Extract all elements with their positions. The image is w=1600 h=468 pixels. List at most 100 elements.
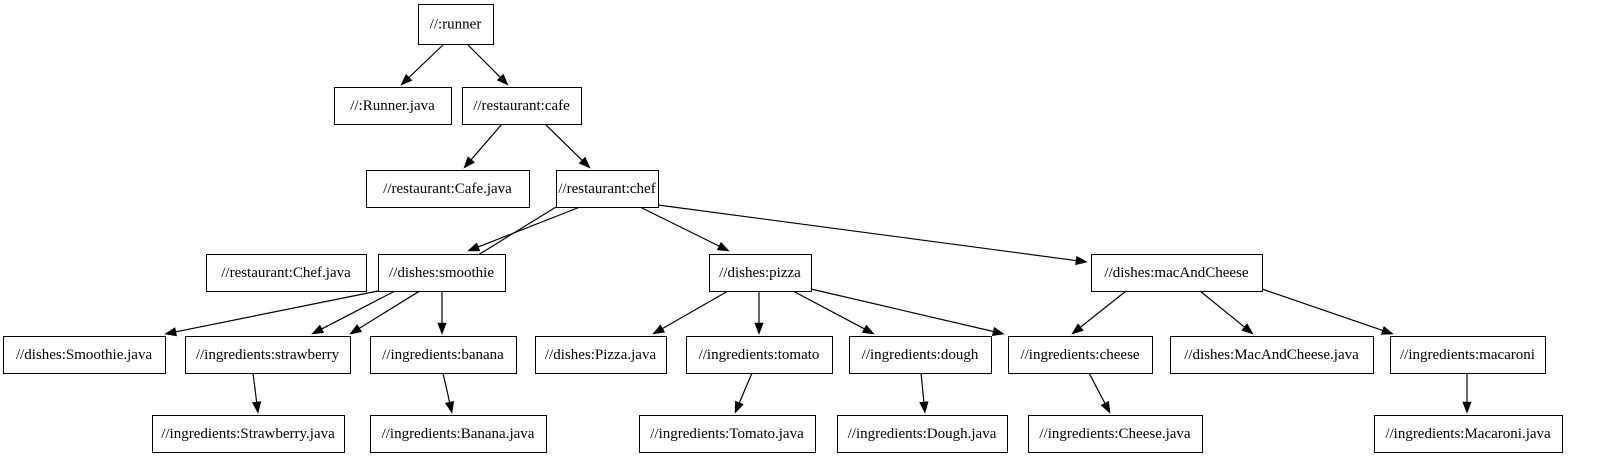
- graph-edge: [437, 291, 447, 335]
- node-rect[interactable]: [837, 415, 1008, 453]
- edge-arrowhead-icon: [578, 156, 591, 169]
- graph-edge: [810, 288, 1005, 336]
- edge-line: [810, 288, 994, 333]
- graph-edge: [1462, 373, 1472, 414]
- graph-node-tomatojava[interactable]: //ingredients:Tomato.java: [639, 415, 816, 453]
- edge-line: [470, 123, 503, 161]
- node-rect[interactable]: [370, 415, 547, 453]
- graph-node-runnerjava[interactable]: //:Runner.java: [334, 87, 452, 125]
- graph-node-runner[interactable]: //:runner: [418, 4, 494, 45]
- graph-edge: [1261, 288, 1394, 335]
- graph-edge: [463, 123, 503, 169]
- node-rect[interactable]: [849, 336, 992, 374]
- graph-node-bananajava[interactable]: //ingredients:Banana.java: [370, 415, 547, 453]
- node-rect[interactable]: [1170, 336, 1374, 374]
- edge-line: [175, 290, 379, 333]
- graph-node-smoothiejava[interactable]: //dishes:Smoothie.java: [3, 336, 166, 374]
- edge-line: [1199, 290, 1245, 328]
- graph-node-chefjava[interactable]: //restaurant:Chef.java: [206, 254, 367, 292]
- edge-line: [478, 206, 581, 248]
- node-rect[interactable]: [378, 254, 506, 292]
- node-rect[interactable]: [1390, 336, 1546, 374]
- node-rect[interactable]: [3, 336, 166, 374]
- graph-edge: [467, 206, 581, 252]
- node-label: //ingredients:banana: [382, 347, 504, 363]
- graph-node-pizza[interactable]: //dishes:pizza: [709, 254, 812, 292]
- node-rect[interactable]: [206, 254, 367, 292]
- node-rect[interactable]: [1028, 415, 1203, 453]
- node-rect[interactable]: [556, 170, 659, 208]
- edge-arrowhead-icon: [861, 324, 875, 335]
- graph-node-chef[interactable]: //restaurant:chef: [556, 170, 659, 208]
- node-label: //dishes:Pizza.java: [545, 347, 657, 363]
- node-label: //ingredients:strawberry: [196, 347, 340, 363]
- graph-node-macandcheesejava[interactable]: //dishes:MacAndCheese.java: [1170, 336, 1374, 374]
- node-label: //dishes:MacAndCheese.java: [1184, 347, 1359, 363]
- edge-line: [792, 290, 865, 330]
- edge-line: [544, 123, 583, 161]
- node-rect[interactable]: [1374, 415, 1563, 453]
- node-rect[interactable]: [418, 4, 494, 45]
- graph-node-smoothie[interactable]: //dishes:smoothie: [378, 254, 506, 292]
- edge-arrowhead-icon: [251, 401, 262, 414]
- graph-node-pizzajava[interactable]: //dishes:Pizza.java: [535, 336, 667, 374]
- edge-line: [1088, 372, 1106, 404]
- graph-node-macaroni[interactable]: //ingredients:macaroni: [1390, 336, 1546, 374]
- edge-arrowhead-icon: [463, 156, 475, 169]
- graph-edge: [639, 206, 730, 252]
- edge-arrowhead-icon: [991, 326, 1005, 336]
- node-rect[interactable]: [366, 170, 530, 208]
- node-label: //:runner: [430, 16, 482, 32]
- node-rect[interactable]: [1008, 336, 1153, 374]
- node-rect[interactable]: [639, 415, 816, 453]
- edge-arrowhead-icon: [1071, 323, 1084, 335]
- graph-edge: [734, 372, 753, 414]
- graph-edge: [754, 291, 764, 335]
- graph-edge: [400, 43, 445, 86]
- node-rect[interactable]: [370, 336, 517, 374]
- edge-line: [738, 372, 753, 404]
- edge-arrowhead-icon: [1380, 325, 1394, 335]
- node-rect[interactable]: [334, 87, 452, 125]
- graph-node-strawberry[interactable]: //ingredients:strawberry: [185, 336, 351, 374]
- graph-node-banana[interactable]: //ingredients:banana: [370, 336, 517, 374]
- graph-edge: [657, 204, 1088, 266]
- node-rect[interactable]: [462, 87, 582, 125]
- node-rect[interactable]: [185, 336, 351, 374]
- node-rect[interactable]: [686, 336, 833, 374]
- node-label: //ingredients:Banana.java: [382, 426, 535, 442]
- node-rect[interactable]: [1091, 254, 1263, 292]
- node-label: //ingredients:Tomato.java: [650, 426, 804, 442]
- graph-edge: [164, 290, 379, 337]
- graph-node-dough[interactable]: //ingredients:dough: [849, 336, 992, 374]
- node-rect[interactable]: [152, 415, 345, 453]
- graph-node-tomato[interactable]: //ingredients:tomato: [686, 336, 833, 374]
- graph-node-macandcheese[interactable]: //dishes:macAndCheese: [1091, 254, 1263, 292]
- graph-edge: [1088, 372, 1111, 414]
- graph-node-strawberryjava[interactable]: //ingredients:Strawberry.java: [152, 415, 345, 453]
- node-rect[interactable]: [535, 336, 667, 374]
- graph-node-cafe[interactable]: //restaurant:cafe: [462, 87, 582, 125]
- graph-node-macaronijava[interactable]: //ingredients:Macaroni.java: [1374, 415, 1563, 453]
- node-label: //restaurant:cafe: [473, 98, 570, 114]
- node-label: //ingredients:cheese: [1020, 347, 1139, 363]
- graph-edge: [251, 372, 262, 414]
- node-rect[interactable]: [709, 254, 812, 292]
- edge-arrowhead-icon: [754, 322, 764, 335]
- edge-line: [252, 372, 258, 403]
- node-label: //ingredients:Dough.java: [848, 426, 997, 442]
- edge-line: [466, 43, 501, 78]
- edge-line: [1261, 288, 1383, 331]
- node-label: //dishes:Smoothie.java: [16, 347, 153, 363]
- edge-arrowhead-icon: [1462, 401, 1472, 414]
- edge-arrowhead-icon: [652, 324, 666, 335]
- graph-node-cheese[interactable]: //ingredients:cheese: [1008, 336, 1153, 374]
- edge-arrowhead-icon: [1100, 400, 1111, 414]
- node-label: //ingredients:tomato: [699, 347, 820, 363]
- graph-node-cafejava[interactable]: //restaurant:Cafe.java: [366, 170, 530, 208]
- graph-edge: [544, 123, 591, 169]
- node-label: //restaurant:Cafe.java: [383, 181, 512, 197]
- node-label: //ingredients:Macaroni.java: [1385, 426, 1551, 442]
- graph-node-cheesejava[interactable]: //ingredients:Cheese.java: [1028, 415, 1203, 453]
- graph-node-doughjava[interactable]: //ingredients:Dough.java: [837, 415, 1008, 453]
